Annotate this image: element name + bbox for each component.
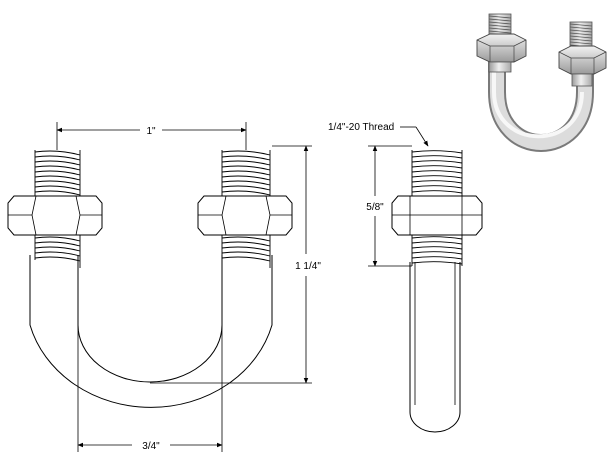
u-bend-body [29, 255, 273, 408]
front-view: 1" 3/4" 1 1/4" [7, 122, 321, 452]
thread-crest [34, 185, 81, 191]
thread-crest [411, 150, 463, 154]
thread-crest [221, 160, 271, 166]
thread-crest [221, 190, 271, 196]
thread-crest [411, 236, 463, 240]
iso-thread-crest [488, 24, 512, 28]
left-hex-nut [7, 195, 103, 236]
dimension-top-width: 1" [56, 122, 247, 150]
thread-crest [34, 256, 81, 262]
thread-crest [411, 190, 463, 194]
side-hex-nut [391, 195, 483, 236]
thread-crest [221, 246, 271, 252]
side-shank [409, 262, 461, 433]
thread-crest [221, 251, 271, 257]
dimension-bottom-width: 3/4" [77, 325, 223, 452]
thread-crest [411, 246, 463, 250]
thread-crest [411, 241, 463, 245]
iso-thread-crest [569, 29, 593, 33]
iso-thread-crest [569, 32, 593, 36]
right-hex-nut [197, 195, 293, 236]
thread-crest [34, 251, 81, 257]
side-thread [411, 150, 463, 266]
iso-thread-crest [488, 27, 512, 31]
thread-crest [411, 155, 463, 159]
bottom-width-label: 3/4" [142, 441, 160, 452]
thread-crest [411, 261, 463, 265]
thread-crest [34, 150, 81, 156]
iso-thread-crest [569, 35, 593, 39]
top-width-label: 1" [146, 126, 156, 137]
iso-thread-crest [488, 30, 512, 34]
iso-right-nut [558, 45, 607, 75]
thread-callout: 1/4"-20 Thread [328, 122, 429, 147]
isometric-u-bolt-illustration [476, 13, 607, 152]
thread-crest [411, 165, 463, 169]
thread-crest [221, 236, 271, 242]
thread-crest [34, 175, 81, 181]
iso-thread-crest [569, 23, 593, 27]
left-thread [34, 150, 81, 268]
thread-crest [34, 170, 81, 176]
thread-spec-label: 1/4"-20 Thread [328, 122, 394, 133]
thread-crest [34, 236, 81, 242]
iso-thread-crest [488, 15, 512, 19]
thread-crest [34, 241, 81, 247]
thread-crest [411, 185, 463, 189]
thread-crest [34, 165, 81, 171]
iso-thread-crest [488, 18, 512, 22]
thread-crest [221, 256, 271, 262]
dimension-thread-length: 5/8" [366, 145, 412, 267]
overall-height-label: 1 1/4" [295, 261, 321, 272]
thread-crest [221, 170, 271, 176]
side-view: 1/4"-20 Thread 5/8" [328, 122, 483, 433]
thread-crest [411, 180, 463, 184]
thread-crest [221, 155, 271, 161]
thread-crest [34, 160, 81, 166]
thread-crest [221, 175, 271, 181]
thread-crest [221, 185, 271, 191]
iso-thread-crest [569, 26, 593, 30]
thread-crest [221, 150, 271, 156]
thread-crest [411, 175, 463, 179]
thread-crest [34, 190, 81, 196]
iso-left-nut [476, 33, 527, 63]
iso-thread-crest [488, 21, 512, 25]
iso-thread-crest [569, 41, 593, 45]
thread-crest [34, 180, 81, 186]
thread-crest [221, 165, 271, 171]
iso-thread-crest [569, 38, 593, 42]
thread-length-label: 5/8" [366, 202, 384, 213]
thread-crest [411, 256, 463, 260]
thread-crest [411, 160, 463, 164]
thread-crest [221, 180, 271, 186]
dimension-overall-height: 1 1/4" [150, 145, 321, 384]
thread-crest [411, 170, 463, 174]
thread-crest [34, 155, 81, 161]
thread-crest [221, 241, 271, 247]
thread-crest [411, 251, 463, 255]
thread-crest [34, 246, 81, 252]
